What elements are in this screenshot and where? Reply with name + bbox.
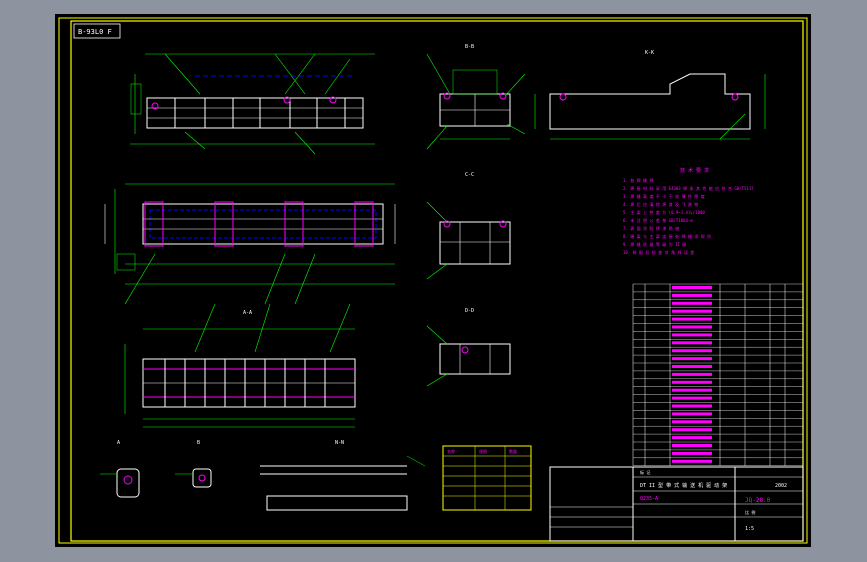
outer-frame: [58, 17, 808, 544]
parts-row-text: [672, 388, 712, 392]
small-table-header-3: 数量: [509, 448, 517, 454]
drawing-number-tag: B-93L0 F: [78, 28, 112, 36]
parts-row-text: [672, 365, 712, 368]
drawing-canvas: B-93L0 F: [58, 17, 808, 544]
view-label-a: A-A: [243, 310, 252, 316]
parts-row-text: [672, 412, 712, 416]
tech-note-10: 10. 装 配 后 检 查 对 角 线 误 差: [623, 249, 694, 255]
title-drawing-code: JQ-28.0: [745, 497, 771, 504]
parts-row-text: [672, 459, 712, 463]
title-year: 2002: [775, 483, 787, 489]
view-label-c: C-C: [465, 172, 474, 178]
parts-row-text: [672, 325, 712, 329]
tech-note-4: 4. 焊 后 应 清 除 焊 渣 及 飞 溅 物: [623, 201, 698, 207]
tech-note-2: 2. 焊 接 材 料 采 用 E4303 焊 条 其 性 能 应 符 合 GB/…: [623, 185, 754, 191]
plan-view-middle: [104, 183, 396, 305]
title-revision-label: 标 记: [640, 469, 650, 475]
parts-row-text: [672, 436, 712, 440]
title-block: DT II 型 带 式 输 送 机 驱 动 架 2002 Q235-A JQ-2…: [549, 466, 804, 542]
parts-row-text: [672, 317, 712, 321]
view-label-d: D-D: [465, 308, 474, 314]
parts-row-text: [672, 380, 712, 384]
tech-note-1: 1. 各 焊 缝 焊: [623, 177, 653, 183]
small-table-header-2: 规格: [479, 448, 487, 454]
tech-note-9: 9. 焊 缝 质 量 等 级 为 II 级: [623, 241, 686, 247]
tech-note-5: 5. 主 梁 上 拱 度 为 (0.9~1.4)L/1000: [623, 209, 705, 215]
tech-note-8: 8. 端 梁 与 主 梁 连 接 处 焊 缝 须 探 伤: [623, 233, 711, 239]
front-view-top: [130, 53, 375, 155]
parts-row-text: [672, 309, 712, 313]
parts-row-text: [672, 372, 712, 376]
view-label-n: N-N: [335, 440, 344, 446]
detail-label-b: B: [197, 440, 200, 446]
parts-list: [632, 283, 804, 466]
small-table: 名称 规格 数量: [442, 445, 532, 511]
drawing-sheet: B-93L0 F: [55, 14, 811, 547]
parts-row-text: [672, 357, 712, 361]
plate-view-k: K-K: [534, 50, 766, 140]
parts-row-text: [672, 301, 712, 305]
parts-row-text: [672, 293, 712, 297]
section-view-d: D-D: [426, 308, 511, 387]
view-label-k: K-K: [645, 50, 654, 56]
title-scale-label: 比 例: [745, 509, 755, 515]
parts-row-text: [672, 404, 712, 408]
parts-row-text: [672, 420, 712, 424]
parts-row-text: [672, 451, 712, 455]
parts-row-text: [672, 444, 712, 447]
parts-row-text: [672, 396, 712, 400]
title-product: DT II 型 带 式 输 送 机 驱 动 架: [640, 482, 727, 489]
title-material: Q235-A: [640, 496, 658, 502]
tech-note-3: 3. 焊 缝 高 度 不 小 于 较 薄 件 厚 度: [623, 193, 705, 199]
drawing-number-box: [73, 23, 121, 39]
detail-views: A B N-N: [100, 440, 426, 511]
tech-note-6: 6. 未 注 明 公 差 按 GB/T1804-m: [623, 217, 693, 223]
parts-row-text: [672, 333, 712, 337]
parts-row-text: [672, 428, 712, 432]
parts-row-text: [672, 341, 712, 345]
title-scale-value: 1:5: [745, 526, 754, 532]
detail-label-a: A: [117, 440, 120, 446]
tech-notes-title: 技 术 要 求: [680, 167, 709, 174]
inner-frame: [70, 20, 804, 542]
side-view-bottom: A-A: [124, 303, 356, 428]
view-label-b: B-B: [465, 44, 474, 50]
section-view-c: C-C: [426, 172, 511, 280]
small-table-header-1: 名称: [447, 448, 455, 454]
technical-notes: 技 术 要 求 1. 各 焊 缝 焊 2. 焊 接 材 料 采 用 E4303 …: [623, 167, 754, 255]
parts-row-text: [672, 349, 712, 353]
section-view-b: B-B: [426, 44, 526, 150]
parts-row-text: [672, 286, 712, 289]
tech-note-7: 7. 表 面 涂 防 锈 漆 两 遍: [623, 225, 679, 231]
